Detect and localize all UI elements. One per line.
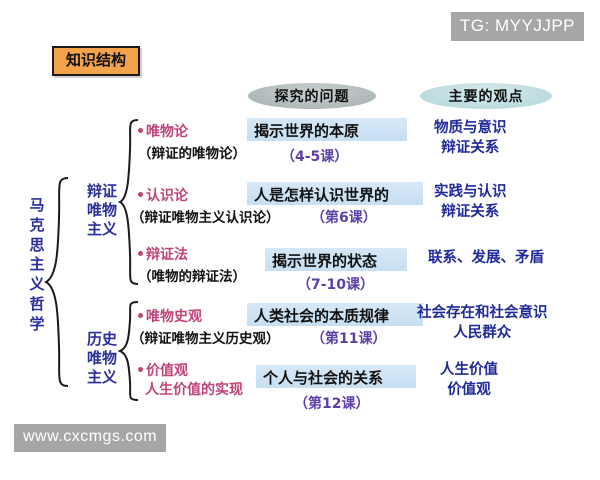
lesson-materialism: （4-5课） xyxy=(281,149,349,165)
viewpoint-materialism: 物质与意识 辩证关系 xyxy=(434,119,507,158)
bullet-icon xyxy=(138,127,143,133)
watermark-bottom: www.cxcmgs.com xyxy=(14,424,167,452)
spine-char: 克 xyxy=(29,215,45,234)
viewpoint-line: 价值观 xyxy=(447,381,491,398)
topic-materialism: 唯物论 xyxy=(138,121,188,141)
bullet-icon xyxy=(138,250,143,256)
title-chip: 知识结构 xyxy=(52,46,141,77)
topic-label: 唯物论 xyxy=(146,124,188,140)
lesson-epistemology: （第6课） xyxy=(311,210,377,226)
lesson-dialectics: （7-10课） xyxy=(297,277,375,293)
question-box xyxy=(265,248,407,271)
viewpoint-line: 辩证关系 xyxy=(441,139,500,156)
bullet-icon xyxy=(138,191,143,197)
topic-label: 认识论 xyxy=(146,188,188,204)
viewpoint-line: 实践与认识 xyxy=(434,184,507,200)
spine-char: 学 xyxy=(29,314,45,333)
group-label-line: 唯物 xyxy=(86,201,117,220)
viewpoint-epistemology: 实践与认识 辩证关系 xyxy=(434,183,507,222)
brace-dialectical-group xyxy=(118,119,139,285)
viewpoint-line: 辩证关系 xyxy=(441,203,500,220)
topic-extra-values: 人生价值的实现 xyxy=(145,382,243,398)
group-label-line: 主义 xyxy=(86,220,117,239)
topic-epistemology: 认识论 xyxy=(138,185,188,205)
topic-values: 价值观 xyxy=(138,360,188,380)
viewpoint-line: 人民群众 xyxy=(453,324,512,341)
question-box xyxy=(256,365,416,388)
topic-label: 价值观 xyxy=(146,363,188,379)
question-box xyxy=(247,182,423,205)
bullet-icon xyxy=(138,312,143,318)
spine-char: 思 xyxy=(29,235,45,254)
viewpoint-line: 人生价值 xyxy=(440,362,498,378)
topic-sub-dialectics: （唯物的辩证法） xyxy=(138,269,246,285)
header-questions: 探究的问题 xyxy=(248,83,376,109)
spine-char: 哲 xyxy=(29,294,45,313)
viewpoint-historical-view: 社会存在和社会意识 人民群众 xyxy=(417,304,548,343)
group-label-line: 唯物 xyxy=(86,349,117,368)
question-historical-view: 人类社会的本质规律 xyxy=(254,307,390,325)
topic-sub-materialism: （辩证的唯物论） xyxy=(138,146,246,162)
spine-char: 马 xyxy=(29,196,45,214)
topic-sub-epistemology: （辩证唯物主义认识论） xyxy=(131,210,280,226)
question-materialism: 揭示世界的本原 xyxy=(254,122,360,140)
group-label-line: 历史 xyxy=(86,330,117,348)
spine-label-marxist-philosophy: 马 克 思 主 义 哲 学 xyxy=(26,196,48,335)
group-label-dialectical-materialism: 辩证 唯物 主义 xyxy=(78,182,126,240)
question-dialectics: 揭示世界的状态 xyxy=(272,252,378,270)
group-label-line: 辩证 xyxy=(86,182,117,200)
question-box xyxy=(247,303,423,326)
viewpoint-line: 联系、发展、矛盾 xyxy=(428,250,544,266)
group-label-historical-materialism: 历史 唯物 主义 xyxy=(78,330,126,388)
viewpoint-line: 社会存在和社会意识 xyxy=(417,305,548,321)
question-values: 个人与社会的关系 xyxy=(263,369,384,387)
viewpoint-dialectics: 联系、发展、矛盾 xyxy=(428,249,544,269)
outer-brace xyxy=(44,177,69,387)
spine-char: 义 xyxy=(29,275,45,294)
brace-historical-group xyxy=(118,301,139,401)
topic-label: 辩证法 xyxy=(146,247,188,263)
topic-historical-view: 唯物史观 xyxy=(138,306,202,326)
lesson-values: （第12课） xyxy=(294,396,370,412)
topic-sub-historical-view: （辩证唯物主义历史观） xyxy=(131,331,280,347)
topic-label: 唯物史观 xyxy=(146,309,202,325)
watermark-top: TG: MYYJJPP xyxy=(450,12,584,41)
lesson-historical-view: （第11课） xyxy=(311,331,387,347)
spine-char: 主 xyxy=(29,255,45,274)
topic-dialectics: 辩证法 xyxy=(138,244,188,264)
viewpoint-values: 人生价值 价值观 xyxy=(440,361,498,400)
question-epistemology: 人是怎样认识世界的 xyxy=(254,186,390,204)
viewpoint-line: 物质与意识 xyxy=(434,120,507,136)
header-viewpoints: 主要的观点 xyxy=(420,83,552,109)
bullet-icon xyxy=(138,366,143,372)
group-label-line: 主义 xyxy=(86,368,117,387)
question-box xyxy=(247,118,407,141)
